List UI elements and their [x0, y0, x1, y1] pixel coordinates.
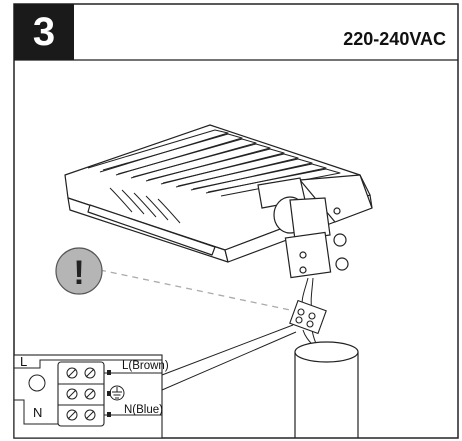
front-vents [109, 187, 181, 224]
exclamation-icon: ! [73, 254, 84, 292]
ground-symbol-icon [109, 385, 125, 401]
caution-leader [99, 269, 291, 311]
terminal-screws [66, 367, 96, 421]
pole [294, 341, 359, 438]
live-wire-label: L(Brown) [122, 360, 169, 372]
step-number-badge: 3 [14, 4, 74, 60]
mounting-bracket [257, 177, 349, 279]
caution-badge: ! [55, 247, 103, 295]
panel-border [13, 3, 459, 439]
terminal-block-diagram: L(Brown) N(Blue) L N [13, 354, 169, 439]
wire-connector [289, 299, 327, 335]
neutral-terminal-letter: N [33, 405, 42, 420]
neutral-wire-label: N(Blue) [124, 404, 163, 416]
voltage-label: 220-240VAC [343, 29, 446, 49]
live-terminal-letter: L [20, 354, 27, 369]
mounting-hole [28, 374, 46, 392]
callout-lines [161, 324, 297, 391]
